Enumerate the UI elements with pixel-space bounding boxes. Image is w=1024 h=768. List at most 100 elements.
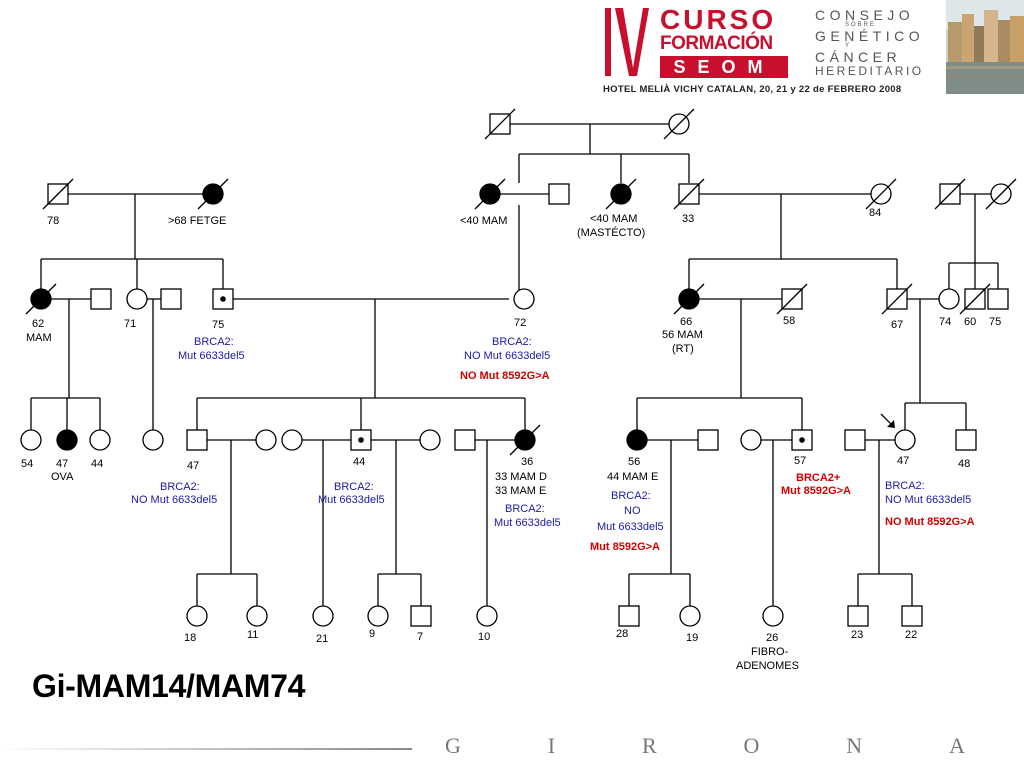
label-72: 72 xyxy=(514,317,526,329)
label-proband-test1: BRCA2: xyxy=(885,480,925,492)
label-proband-test2: NO Mut 6633del5 xyxy=(885,494,971,506)
footer-letter-6: A xyxy=(949,733,965,758)
label-mother-test3: NO Mut 8592G>A xyxy=(460,370,550,382)
pedigree-labels: 78 >68 FETGE <40 MAM <40 MAM (MASTÉCTO) … xyxy=(21,207,1001,672)
label-w36-test1: BRCA2: xyxy=(505,503,545,515)
consejo-line-6: HEREDITARIO xyxy=(815,64,924,78)
label-aunt1: <40 MAM xyxy=(460,215,507,227)
label-aunt2: <40 MAM xyxy=(590,213,637,225)
label-mother-test2: NO Mut 6633del5 xyxy=(464,350,550,362)
woman-56-husband xyxy=(697,429,719,451)
child-18 xyxy=(186,605,208,627)
child-26 xyxy=(762,605,784,627)
woman-56 xyxy=(626,429,648,451)
cousin-54 xyxy=(20,429,42,451)
label-75: 75 xyxy=(212,319,224,331)
label-m47-test1: BRCA2: xyxy=(160,481,200,493)
label-47c: 47 xyxy=(897,455,909,467)
label-36-dx1: 33 MAM D xyxy=(495,471,547,483)
label-21: 21 xyxy=(316,633,328,645)
label-aunt2-b: (MASTÉCTO) xyxy=(577,226,645,239)
label-26-dx2: ADENOMES xyxy=(736,660,799,672)
man-44-wife xyxy=(281,429,303,451)
label-67: 67 xyxy=(891,319,903,331)
label-36: 36 xyxy=(521,456,533,468)
label-57: 57 xyxy=(794,455,806,467)
label-proband-test3: NO Mut 8592G>A xyxy=(885,516,975,528)
label-19: 19 xyxy=(686,632,698,644)
label-w56-test4: Mut 8592G>A xyxy=(590,541,660,553)
footer-letter-3: R xyxy=(641,733,657,758)
child-23 xyxy=(847,605,869,627)
label-9: 9 xyxy=(369,628,375,640)
label-mother-test1: BRCA2: xyxy=(492,336,532,348)
cousin-44 xyxy=(89,429,111,451)
label-62: 62 xyxy=(32,318,44,330)
child-11 xyxy=(246,605,268,627)
child-7 xyxy=(410,605,432,627)
label-66-dx2: (RT) xyxy=(672,343,694,355)
woman-36-husband xyxy=(454,429,476,451)
label-56-dx: 44 MAM E xyxy=(607,471,658,483)
child-22 xyxy=(901,605,923,627)
slide-title: Gi-MAM14/MAM74 xyxy=(32,668,306,704)
label-33: 33 xyxy=(682,213,694,225)
label-47b: 47 xyxy=(187,460,199,472)
aunt-71 xyxy=(126,288,148,310)
label-66: 66 xyxy=(680,316,692,328)
man-48 xyxy=(955,429,977,451)
label-26: 26 xyxy=(766,632,778,644)
label-m47-test2: NO Mut 6633del5 xyxy=(131,494,217,506)
child-9 xyxy=(367,605,389,627)
man-75 xyxy=(987,288,1009,310)
label-w56-test3: Mut 6633del5 xyxy=(597,521,664,533)
label-7: 7 xyxy=(417,631,423,643)
child-10 xyxy=(476,605,498,627)
consejo-line-1: CONSEJO xyxy=(815,7,915,23)
label-fetge: >68 FETGE xyxy=(168,215,226,227)
course-logo: CURSO FORMACIÓN SEOM xyxy=(660,4,788,78)
label-58: 58 xyxy=(783,315,795,327)
consejo-logo: CONSEJO SOBRE GENÉTICO Y CÁNCER HEREDITA… xyxy=(815,8,943,78)
label-66-dx: 56 MAM xyxy=(662,329,703,341)
label-62-dx: MAM xyxy=(26,332,52,344)
label-m57-test1: BRCA2+ xyxy=(796,472,840,484)
proband xyxy=(894,429,916,451)
hotel-line: HOTEL MELIÀ VICHY CATALAN, 20, 21 y 22 d… xyxy=(603,84,902,95)
label-78: 78 xyxy=(47,215,59,227)
aunt-71-husband xyxy=(160,288,182,310)
mother-72 xyxy=(513,288,535,310)
label-60: 60 xyxy=(964,316,976,328)
footer-girona: G I R O N A xyxy=(445,733,965,759)
aunt-62-husband xyxy=(90,288,112,310)
formacion-text: FORMACIÓN xyxy=(660,33,773,54)
label-47a: 47 xyxy=(56,458,68,470)
label-w56-test1: BRCA2: xyxy=(611,490,651,502)
label-m44-test1: BRCA2: xyxy=(334,481,374,493)
label-26-dx1: FIBRO- xyxy=(751,646,789,658)
label-54: 54 xyxy=(21,458,33,470)
man-47 xyxy=(186,429,208,451)
label-74: 74 xyxy=(939,316,951,328)
label-71: 71 xyxy=(124,318,136,330)
label-44b: 44 xyxy=(353,456,365,468)
label-father-test2: Mut 6633del5 xyxy=(178,350,245,362)
footer-letter-2: I xyxy=(547,733,556,758)
label-84: 84 xyxy=(869,207,881,219)
cousin-female xyxy=(142,429,164,451)
label-23: 23 xyxy=(851,629,863,641)
label-44a: 44 xyxy=(91,458,103,470)
man-47-wife xyxy=(255,429,277,451)
man-57-wife xyxy=(740,429,762,451)
footer-letter-5: N xyxy=(846,733,863,758)
label-36-dx2: 33 MAM E xyxy=(495,485,546,497)
curso-text: CURSO xyxy=(660,4,777,35)
woman-74 xyxy=(938,288,960,310)
connector-lines xyxy=(30,123,999,606)
label-w56-test2: NO xyxy=(624,505,641,517)
label-10: 10 xyxy=(478,631,490,643)
man-44-second-wife xyxy=(419,429,441,451)
pedigree-symbols xyxy=(20,108,1017,627)
child-21 xyxy=(312,605,334,627)
